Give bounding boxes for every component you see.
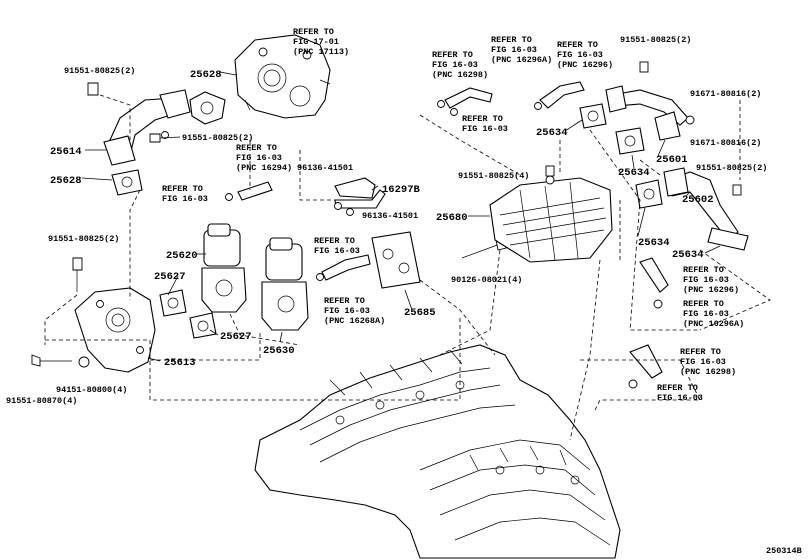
bolts-left-drawing [31, 82, 161, 368]
hoses-top-right-drawing [437, 61, 649, 116]
part-label-25628-left: 25628 [50, 175, 82, 187]
egr-pipe-25602-drawing [663, 167, 749, 251]
dashed-guides [44, 94, 771, 441]
leader-lines [81, 71, 721, 362]
egr-bracket-25613-drawing [74, 287, 156, 373]
fastener-label-f3: 91551-80825(2) [620, 35, 691, 45]
engine-block-drawing [254, 344, 621, 559]
fastener-label-f6: 91551-80825(4) [458, 171, 529, 181]
part-label-25634-c: 25634 [638, 237, 670, 249]
egr-valve-25620-drawing [201, 223, 247, 313]
gasket-25634-a-drawing [579, 103, 607, 129]
fastener-label-f13: 91551-80870(4) [6, 396, 77, 406]
fastener-label-f12: 94151-80800(4) [56, 385, 127, 395]
part-label-25685: 25685 [404, 307, 436, 319]
hoses-center-drawing [225, 177, 386, 281]
ref-note-16-03-center: REFER TO FIG 16-03 [314, 236, 360, 256]
part-label-25634-b: 25634 [618, 167, 650, 179]
ref-note-16-03-bottom-right: REFER TO FIG 16-03 [657, 383, 703, 403]
fastener-label-f11: 90126-08021(4) [451, 275, 522, 285]
part-label-25620: 25620 [166, 250, 198, 262]
fastener-label-f2: 91551-80825(2) [182, 133, 253, 143]
ref-note-16298: REFER TO FIG 16-03 (PNC 16298) [432, 50, 488, 80]
part-label-25627-b: 25627 [220, 331, 252, 343]
ref-note-16296A-top: REFER TO FIG 16-03 (PNC 16296A) [491, 35, 552, 65]
plate-25685-drawing [371, 231, 421, 289]
part-label-25634-a: 25634 [536, 127, 568, 139]
part-number-labels: 25628 25614 25628 25620 25627 25627 2561… [50, 69, 714, 369]
ref-note-17-01: REFER TO FIG 17-01 (PNC 17113) [293, 27, 349, 57]
ref-note-16296-top: REFER TO FIG 16-03 (PNC 16296) [557, 40, 613, 70]
fastener-label-f1: 91551-80825(2) [64, 66, 135, 76]
fastener-label-f10: 96136-41501 [362, 211, 418, 221]
ref-note-16-03-left: REFER TO FIG 16-03 [162, 184, 208, 204]
ref-note-16296-right: REFER TO FIG 16-03 (PNC 16296) [683, 265, 739, 295]
part-label-25628-top: 25628 [190, 69, 222, 81]
egr-cooler-25680-drawing [489, 165, 613, 263]
part-label-25680: 25680 [436, 212, 468, 224]
part-label-25614: 25614 [50, 146, 82, 158]
egr-valve-25630-drawing [261, 237, 309, 331]
egr-pipe-25601-drawing [605, 85, 695, 141]
fastener-label-f4: 91551-80825(2) [696, 163, 767, 173]
fastener-labels: 91551-80825(2) 91551-80825(2) 91551-8082… [6, 35, 767, 406]
throttle-gasket-drawing [189, 91, 226, 125]
ref-note-16-03-top-right: REFER TO FIG 16-03 [462, 114, 508, 134]
hoses-bottom-right-drawing [628, 257, 669, 389]
reference-notes: REFER TO FIG 17-01 (PNC 17113) REFER TO … [162, 27, 744, 403]
part-label-25634-d: 25634 [672, 249, 704, 261]
part-label-25613: 25613 [164, 357, 196, 369]
gasket-25627-a-drawing [159, 289, 187, 317]
figure-code: 250314B [766, 546, 802, 556]
egr-pipe-25614-drawing [103, 89, 191, 166]
gasket-25628-left-drawing [111, 169, 143, 196]
ref-note-16296A-right: REFER TO FIG 16-03 (PNC 16296A) [683, 299, 744, 329]
fastener-label-f9: 96136-41501 [297, 163, 353, 173]
ref-note-16294: REFER TO FIG 16-03 (PNC 16294) [236, 143, 292, 173]
part-label-25602: 25602 [682, 194, 714, 206]
part-label-25627-a: 25627 [154, 271, 186, 283]
part-label-25630: 25630 [263, 345, 295, 357]
fastener-label-f5: 91551-80825(2) [48, 234, 119, 244]
fastener-label-f7: 91671-80816(2) [690, 89, 761, 99]
fastener-label-f8: 91671-80816(2) [690, 138, 761, 148]
part-label-16297B: 16297B [382, 184, 421, 196]
ref-note-16268A: REFER TO FIG 16-03 (PNC 16268A) [324, 296, 385, 326]
part-label-25601: 25601 [656, 154, 688, 166]
ref-note-16298-right: REFER TO FIG 16-03 (PNC 16298) [680, 347, 736, 377]
gasket-25634-b-drawing [615, 127, 645, 155]
throttle-body-drawing [234, 34, 331, 119]
gasket-25634-c-drawing [635, 179, 663, 209]
gasket-25627-b-drawing [189, 312, 217, 339]
